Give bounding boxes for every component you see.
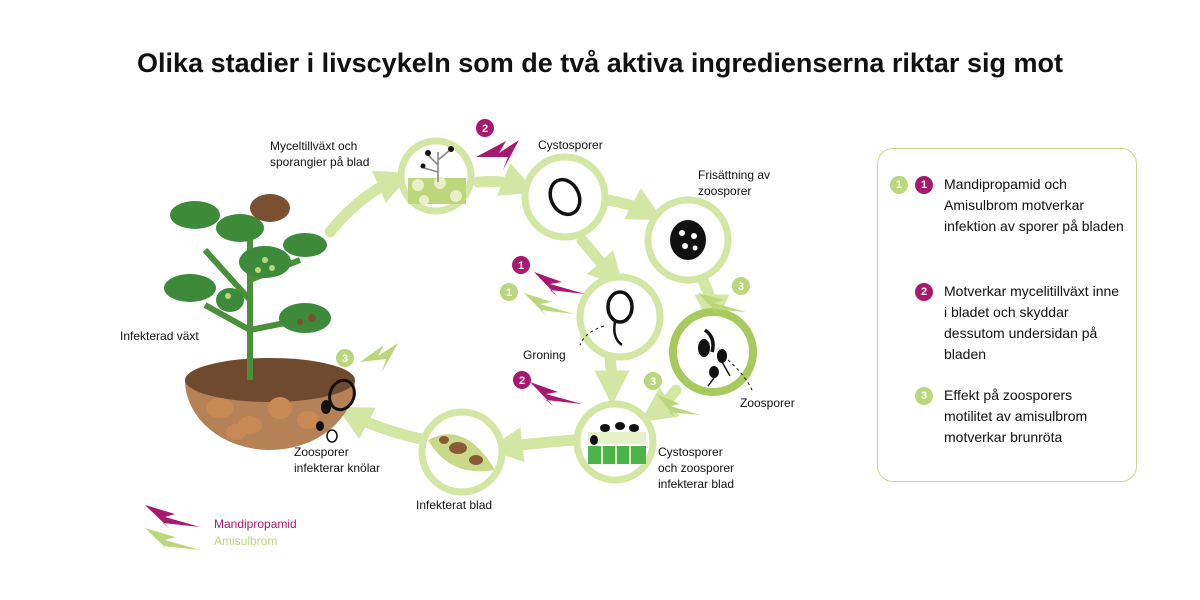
marker-1-green: 1 — [506, 287, 512, 299]
bolt-green-infection — [656, 394, 700, 418]
legend-panel: 1 1 Mandipropamid och Amisulbrom motverk… — [877, 148, 1137, 482]
stage-zoospore — [669, 308, 757, 396]
bolt-green-tuber — [360, 343, 398, 372]
legend-badge-2: 2 — [915, 283, 933, 301]
label-cystospores: Cystosporer — [538, 138, 603, 152]
legend-badge-3: 3 — [915, 387, 933, 405]
bolt-magenta-mycelium — [476, 140, 519, 170]
stage-germination — [576, 273, 664, 361]
marker-1-magenta: 1 — [518, 260, 524, 272]
key-mandipropamid: Mandipropamid — [214, 517, 297, 531]
stage-leaf-infection — [573, 400, 657, 484]
marker-3-tuber: 3 — [342, 353, 348, 365]
arrow-release-to-zoospore — [694, 270, 730, 330]
arrow-plant-to-mycelium — [324, 170, 412, 238]
marker-2-infection: 2 — [519, 375, 525, 387]
arrow-cystospore-to-germination — [576, 234, 624, 288]
marker-2-mycelium: 2 — [482, 123, 488, 135]
bolt-green-germination — [524, 293, 574, 317]
stage-release — [644, 196, 732, 284]
bolt-magenta-germination — [534, 272, 585, 297]
label-zoospores: Zoosporer — [740, 396, 795, 410]
number-markers: 2 1 1 3 2 3 3 — [336, 119, 750, 390]
arrow-mycelium-to-cystospore — [472, 163, 537, 196]
stage-mycelium — [397, 137, 475, 215]
cycle-arrows — [324, 163, 730, 463]
infected-plant-illustration — [164, 194, 355, 450]
marker-3-infection: 3 — [650, 376, 656, 388]
bolt-green-zoospore — [698, 293, 746, 316]
label-mycelium: Myceltillväxt och sporangier på blad — [270, 139, 370, 169]
label-infected-leaf: Infekterat blad — [416, 498, 493, 512]
legend-text-1: Mandipropamid och Amisulbrom motverkar i… — [944, 176, 1124, 234]
legend-bolt-green — [145, 528, 200, 553]
bolt-magenta-infection — [530, 382, 582, 407]
key-amisulbrom: Amisulbrom — [214, 534, 278, 548]
legend-bolt-magenta — [145, 505, 200, 530]
label-tubers: Zoosporer infekterar knölar — [294, 445, 381, 475]
arrow-infection-to-leaf — [487, 427, 581, 463]
lightning-marks — [145, 140, 746, 553]
label-infect-leaves: Cystosporer och zoosporer infekterar bla… — [658, 445, 735, 491]
label-release: Frisättning av zoosporer — [698, 168, 771, 198]
arrow-cystospore-to-release — [602, 188, 664, 221]
label-plant: Infekterad växt — [120, 329, 199, 343]
tuber-zoospore-illustration — [316, 378, 356, 443]
legend-text-2: Motverkar mycelitillväxt inne i bladet o… — [944, 283, 1120, 362]
page-title: Olika stadier i livscykeln som de två ak… — [137, 48, 1063, 78]
stage-infected-leaf — [418, 408, 506, 496]
legend-badge-1-magenta: 1 — [915, 176, 933, 194]
marker-3-zoospore: 3 — [738, 281, 744, 293]
legend-badge-1-green: 1 — [890, 176, 908, 194]
arrow-leaf-to-tuber — [336, 406, 431, 446]
label-germination: Groning — [523, 348, 566, 362]
legend-text-3: Effekt på zoosporers motilitet av amisul… — [944, 387, 1088, 445]
stage-cystospore — [521, 153, 609, 241]
arrow-germination-to-infection — [594, 352, 630, 406]
